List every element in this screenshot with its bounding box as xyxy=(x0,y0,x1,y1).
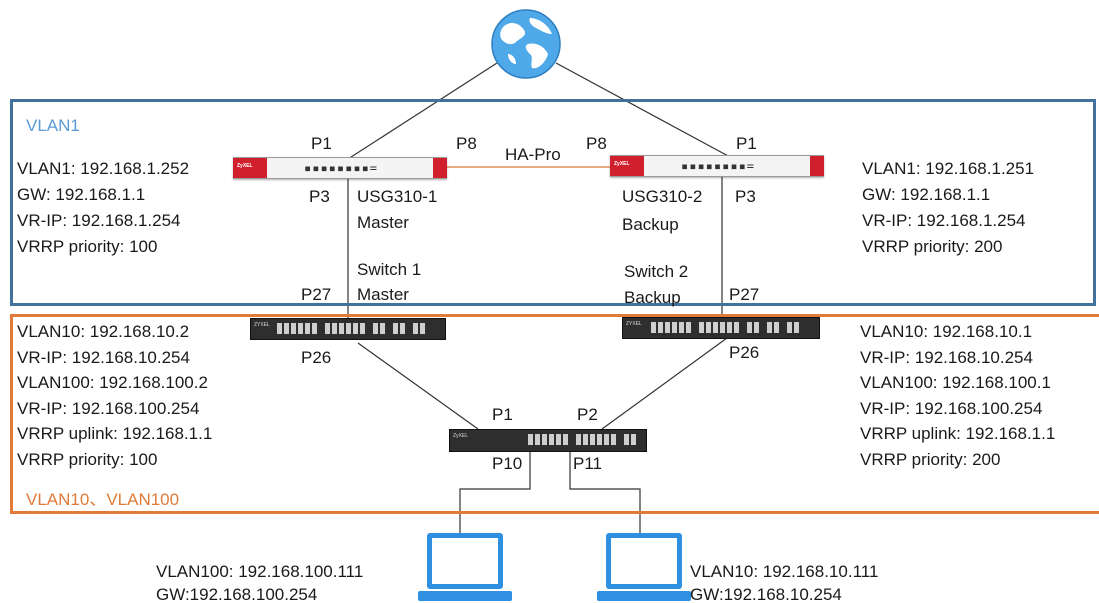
usg1-firewall-icon: ZyXEL ▪▪▪▪▪▪▪▪= xyxy=(233,157,447,179)
switch2-port-p26: P26 xyxy=(729,343,760,362)
access-switch-icon: ZyXEL xyxy=(449,429,647,452)
vlan1-zone: VLAN1 xyxy=(10,99,1096,306)
switch2-role: Backup xyxy=(624,288,681,307)
switch2-port-p27: P27 xyxy=(729,285,760,304)
usg2-firewall-icon: ZyXEL ▪▪▪▪▪▪▪▪= xyxy=(610,155,824,177)
link-internet-usg2 xyxy=(555,62,731,158)
link-switch1-access xyxy=(357,342,479,430)
usg1-role: Master xyxy=(357,213,409,232)
usg2-name: USG310-2 xyxy=(622,187,703,206)
access-port-p1: P1 xyxy=(492,405,513,424)
access-port-p11: P11 xyxy=(573,454,602,473)
laptop-left-icon xyxy=(418,533,512,601)
usg1-name: USG310-1 xyxy=(357,187,438,206)
access-port-p10: P10 xyxy=(492,454,523,473)
switch1-info: VLAN10: 192.168.10.2 VR-IP: 192.168.10.2… xyxy=(17,322,213,469)
pc-right-info: VLAN10: 192.168.10.111 GW:192.168.10.254 xyxy=(690,562,879,603)
usg1-port-p1: P1 xyxy=(311,134,332,153)
switch2-info: VLAN10: 192.168.10.1 VR-IP: 192.168.10.2… xyxy=(860,322,1056,469)
switch1-port-p27: P27 xyxy=(301,285,332,304)
usg1-port-p8: P8 xyxy=(456,134,477,153)
usg2-info: VLAN1: 192.168.1.251 GW: 192.168.1.1 VR-… xyxy=(862,159,1035,256)
usg1-port-p3: P3 xyxy=(309,187,330,206)
usg2-port-p8: P8 xyxy=(586,134,607,153)
access-port-p2: P2 xyxy=(577,405,598,424)
switch1-role: Master xyxy=(357,285,409,304)
vlan10-vlan100-zone-label: VLAN10、VLAN100 xyxy=(26,490,180,509)
usg1-info: VLAN1: 192.168.1.252 GW: 192.168.1.1 VR-… xyxy=(17,159,190,256)
switch1-icon: ZYXEL xyxy=(250,318,446,340)
ha-pro-label: HA-Pro xyxy=(505,145,561,164)
switch2-icon: ZYXEL xyxy=(622,317,820,339)
laptop-right-icon xyxy=(597,533,691,601)
switch2-name: Switch 2 xyxy=(624,262,689,281)
vlan1-zone-label: VLAN1 xyxy=(26,116,80,135)
switch1-name: Switch 1 xyxy=(357,260,422,279)
usg2-port-p1: P1 xyxy=(736,134,757,153)
pc-left-info: VLAN100: 192.168.100.111 GW:192.168.100.… xyxy=(156,562,364,603)
vlan10-vlan100-zone: VLAN10、VLAN100 xyxy=(10,314,1099,514)
usg2-role: Backup xyxy=(622,215,679,234)
switch1-port-p26: P26 xyxy=(301,348,332,367)
globe-icon xyxy=(491,9,561,79)
usg2-port-p3: P3 xyxy=(735,187,756,206)
link-internet-usg1 xyxy=(347,62,498,160)
link-switch2-access xyxy=(601,337,728,430)
